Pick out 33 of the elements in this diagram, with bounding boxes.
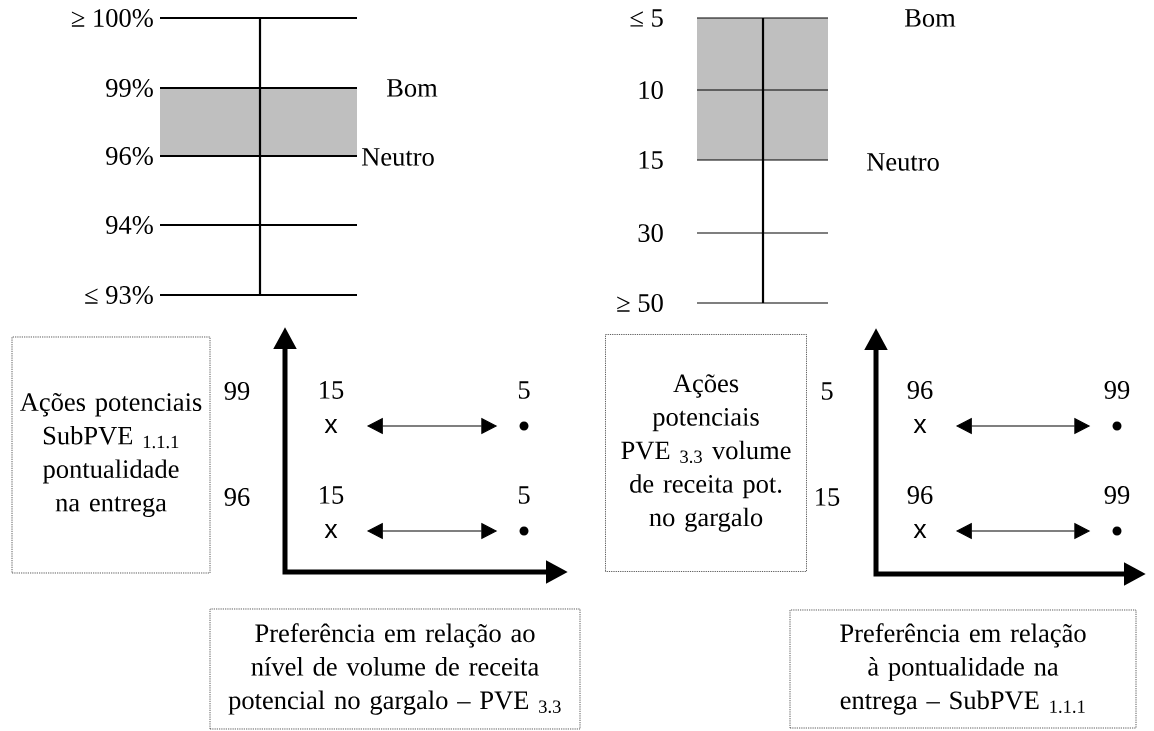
value-label: 5 <box>518 381 530 399</box>
dot-mark <box>1112 421 1122 431</box>
scale-label: ≥ 100% <box>71 9 153 27</box>
dot-mark <box>1112 526 1122 536</box>
dotted-text-box: Preferência em relação à pontualidade na entrega – SubPVE $_{1.1.1}$ <box>789 609 1137 729</box>
dotted-text-box: Ações potenciais PVE $_{3.3}$ volume de receita pot. no gargalo <box>605 334 807 572</box>
scale-label: ≤ 5 <box>630 9 663 27</box>
dotted-text-box: Ações potenciais SubPVE $_{1.1.1}$ pontualidade na entrega <box>11 336 211 574</box>
value-label: 96 <box>907 486 933 504</box>
scale-label: 10 <box>639 81 663 99</box>
scale-label: 94% <box>106 216 153 234</box>
value-label: 99 <box>1104 486 1130 504</box>
rating-label: Neutro <box>361 148 434 166</box>
cross-mark: x <box>913 524 927 538</box>
dotted-text-box: Preferência em relação ao nível de volume de receita potencial no gargalo – PVE $_{3.3}$ <box>209 608 581 730</box>
cross-mark: x <box>324 419 338 433</box>
value-label: 96 <box>907 381 933 399</box>
dot-mark <box>519 526 529 536</box>
scale-label: 99% <box>106 79 153 97</box>
cross-mark: x <box>324 524 338 538</box>
value-label: 5 <box>518 486 530 504</box>
rating-label: Bom <box>386 79 438 97</box>
scale-label: 30 <box>638 224 663 242</box>
cross-mark: x <box>913 419 927 433</box>
scale-label: ≤ 93% <box>85 286 153 304</box>
value-label: 15 <box>320 381 344 399</box>
value-label: 15 <box>320 486 344 504</box>
dot-mark <box>519 421 529 431</box>
value-label: 99 <box>1104 381 1130 399</box>
scale-label: 96% <box>106 147 153 165</box>
rating-label: Neutro <box>867 153 939 171</box>
rating-label: Bom <box>905 9 956 27</box>
scale-label: 15 <box>639 151 663 169</box>
